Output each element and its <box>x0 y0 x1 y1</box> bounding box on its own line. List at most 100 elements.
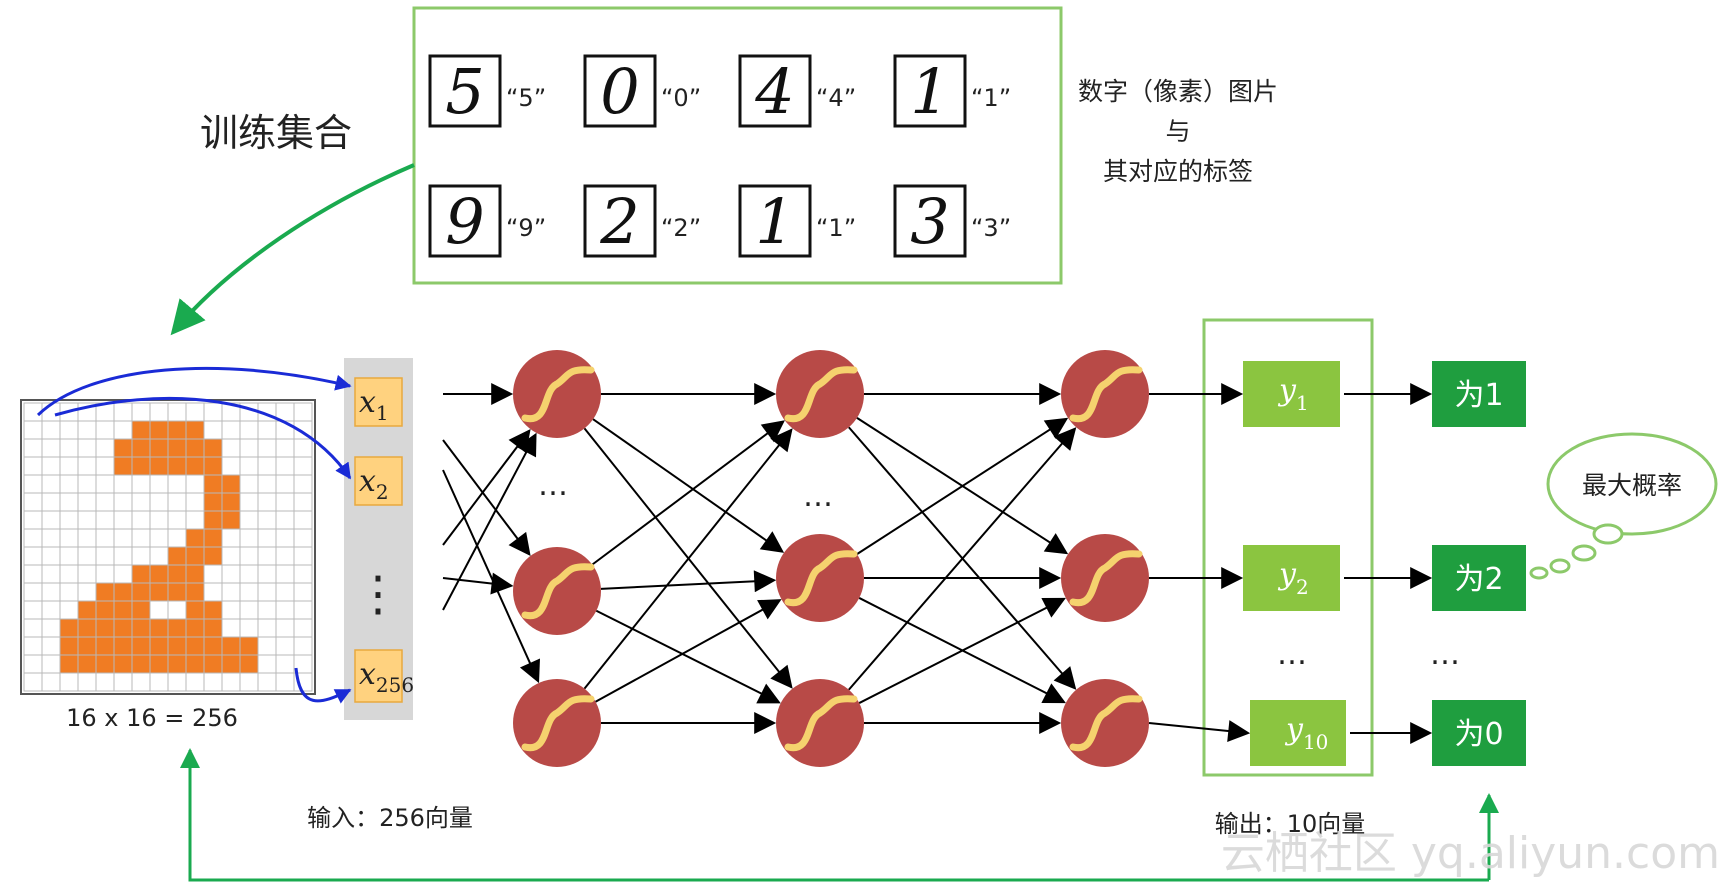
grid-pixel <box>275 636 295 656</box>
description-line-2: 与 <box>1165 117 1190 146</box>
grid-pixel <box>203 492 223 512</box>
grid-pixel <box>257 654 277 674</box>
grid-pixel <box>239 438 259 458</box>
grid-pixel <box>239 582 259 602</box>
connection-arrow <box>442 572 514 595</box>
sigmoid-curve-icon <box>784 366 858 423</box>
result-label: 为1 <box>1454 378 1503 413</box>
grid-pixel <box>275 564 295 584</box>
result-box-2 <box>1432 545 1526 611</box>
output-caption: 输出：10向量 <box>1215 810 1366 838</box>
grid-pixel <box>275 618 295 638</box>
sample-image-box <box>583 54 657 128</box>
connection-arrow <box>858 597 1066 704</box>
grid-pixel <box>221 564 241 584</box>
grid-pixel <box>23 582 43 602</box>
grid-pixel <box>239 492 259 512</box>
grid-pixel <box>59 564 79 584</box>
grid-pixel <box>113 438 133 458</box>
grid-pixel <box>113 456 133 476</box>
grid-pixel <box>59 492 79 512</box>
grid-pixel <box>293 600 313 620</box>
grid-pixel <box>185 618 205 638</box>
network-edges <box>442 383 1077 734</box>
grid-pixel <box>77 474 97 494</box>
grid-pixel <box>221 528 241 548</box>
grid-pixel <box>41 672 61 692</box>
grid-pixel <box>95 492 115 512</box>
grid-pixel <box>149 402 169 422</box>
output-var: y10 <box>1284 712 1328 754</box>
grid-pixel <box>239 528 259 548</box>
neuron-l1-1 <box>513 350 601 438</box>
sample-label: “1” <box>971 84 1011 112</box>
sample-image-box <box>583 184 657 258</box>
max-probability-bubble: 最大概率 <box>1529 432 1718 580</box>
training-description: 数字（像素）图片 与 其对应的标签 <box>1078 77 1278 186</box>
grid-pixel <box>149 564 169 584</box>
sigmoid-curve-icon <box>784 550 858 607</box>
grid-pixel <box>167 492 187 512</box>
grid-pixel <box>59 654 79 674</box>
grid-pixel <box>221 510 241 530</box>
grid-pixel <box>257 510 277 530</box>
grid-pixel <box>185 510 205 530</box>
result-box-1 <box>1432 361 1526 427</box>
grid-pixel <box>239 474 259 494</box>
result-label: 为2 <box>1454 562 1503 597</box>
result-label: 为0 <box>1454 717 1503 752</box>
grid-pixel <box>59 618 79 638</box>
grid-pixel <box>221 636 241 656</box>
grid-pixel <box>257 492 277 512</box>
neuron-body <box>513 350 601 438</box>
sample-image-box <box>738 54 812 128</box>
input-node-x256 <box>354 649 403 703</box>
grid-pixel <box>275 672 295 692</box>
grid-pixel <box>167 600 187 620</box>
grid-pixel <box>77 420 97 440</box>
grid-pixel <box>239 420 259 440</box>
grid-pixel <box>131 402 151 422</box>
grid-pixel <box>203 672 223 692</box>
grid-pixel <box>185 582 205 602</box>
grid-pixel <box>95 510 115 530</box>
output-var: y2 <box>1277 557 1309 599</box>
grid-pixel <box>149 456 169 476</box>
grid-pixel <box>221 474 241 494</box>
grid-pixel <box>41 564 61 584</box>
grid-pixel <box>113 510 133 530</box>
neuron-l3-2 <box>1061 534 1149 622</box>
connection-arrow <box>442 432 537 611</box>
connection-arrow <box>595 609 781 704</box>
grid-pixel <box>77 636 97 656</box>
grid-pixel <box>185 654 205 674</box>
grid-pixel <box>113 402 133 422</box>
input-vdots: ⋮ <box>354 566 402 622</box>
grid-pixel <box>131 528 151 548</box>
grid-pixel <box>239 546 259 566</box>
output-vector-panel <box>1202 318 1374 777</box>
grid-pixel <box>293 618 313 638</box>
grid-pixel <box>23 654 43 674</box>
grid-pixel <box>41 600 61 620</box>
grid-pixel <box>185 474 205 494</box>
grid-pixel <box>59 528 79 548</box>
grid-pixel <box>185 528 205 548</box>
grid-pixel <box>185 420 205 440</box>
grid-pixel <box>113 672 133 692</box>
grid-pixel <box>41 654 61 674</box>
grid-pixel <box>203 636 223 656</box>
grid-caption: 16 x 16 = 256 <box>66 704 238 732</box>
grid-pixel <box>203 564 223 584</box>
grid-pixel <box>149 582 169 602</box>
grid-pixel <box>41 420 61 440</box>
grid-pixel <box>293 402 313 422</box>
bubble-dot-2 <box>1571 544 1597 562</box>
grid-pixel <box>131 564 151 584</box>
grid-pixel <box>275 510 295 530</box>
grid-pixel <box>77 564 97 584</box>
grid-pixel <box>113 420 133 440</box>
description-line-1: 数字（像素）图片 <box>1078 77 1278 106</box>
neuron-l2-3 <box>776 679 864 767</box>
grid-pixel <box>257 456 277 476</box>
